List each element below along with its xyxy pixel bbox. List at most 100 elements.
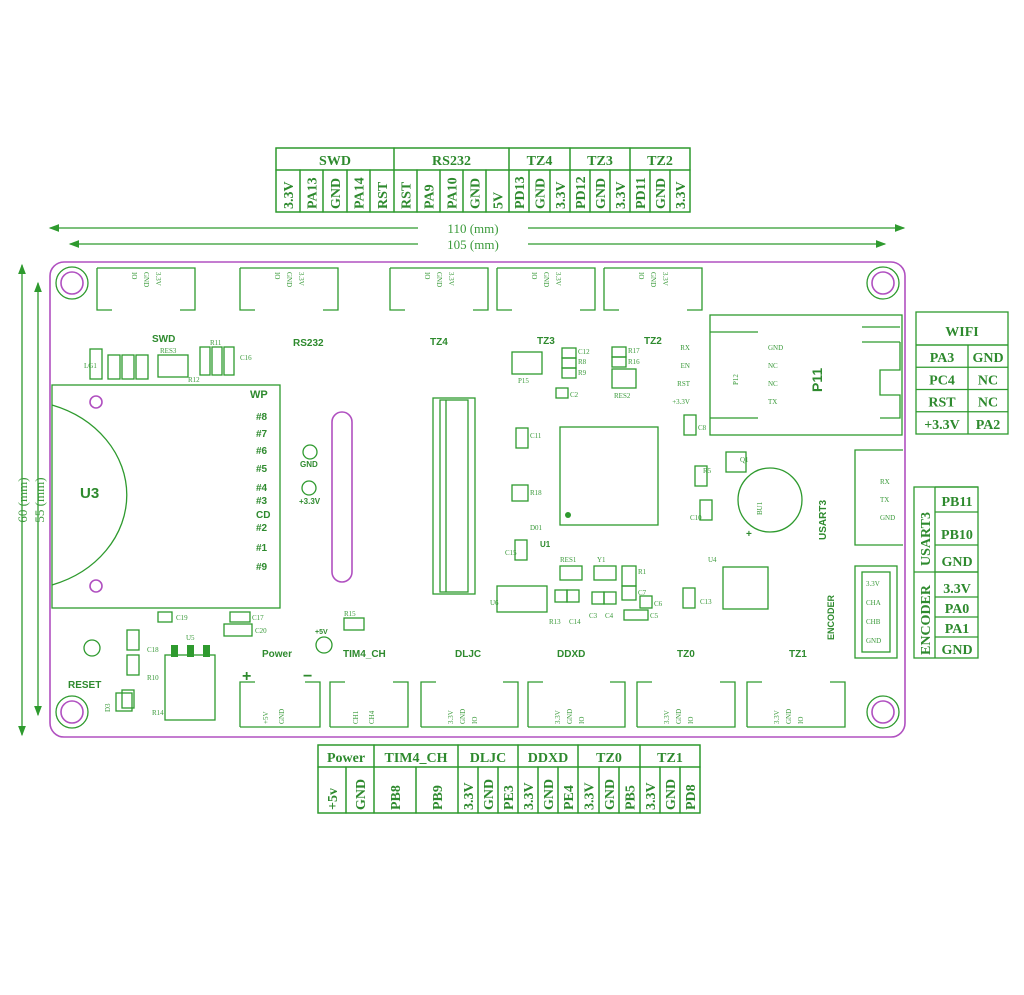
component-label: Q1 bbox=[740, 456, 749, 464]
component-q1 bbox=[725, 451, 747, 473]
tz2-label: TZ2 bbox=[644, 336, 662, 347]
table-group-header: DDXD bbox=[528, 751, 568, 766]
table-pin-label: PE4 bbox=[562, 785, 577, 810]
table-pin-label: GND bbox=[654, 178, 669, 209]
connector-pin-label: IO bbox=[423, 272, 431, 279]
top-connector bbox=[496, 267, 596, 311]
usart3-pin: PB10 bbox=[941, 528, 973, 543]
component-c20 bbox=[223, 623, 253, 637]
table-pin-label: PD13 bbox=[513, 176, 528, 209]
component-label: C17 bbox=[252, 614, 264, 622]
sd-pin-label: #1 bbox=[256, 543, 268, 554]
tz4-label: TZ4 bbox=[430, 337, 448, 348]
chip-u4: U4 bbox=[708, 556, 769, 610]
component-label: R17 bbox=[628, 347, 640, 355]
sd-pin-label: #2 bbox=[256, 523, 268, 534]
component-label: C14 bbox=[569, 618, 581, 626]
reset-button bbox=[83, 639, 101, 657]
connector-pin-label: 3.3V bbox=[154, 272, 162, 286]
connector-pin-label: GND bbox=[142, 272, 150, 287]
encoder-pin: 3.3V bbox=[943, 582, 971, 597]
dimension-55mm: 55 (mm) bbox=[32, 281, 47, 717]
5v-testpoint-label: +5V bbox=[315, 629, 328, 636]
component bbox=[121, 354, 135, 380]
mounting-hole bbox=[866, 266, 900, 300]
component bbox=[135, 354, 149, 380]
sd-pin-label: #8 bbox=[256, 412, 268, 423]
component bbox=[107, 354, 121, 380]
bottom-connector bbox=[239, 681, 321, 728]
sd-pin-label: #6 bbox=[256, 446, 268, 457]
wifi-pin-label: NC bbox=[768, 380, 778, 388]
component-label: R5 bbox=[703, 467, 712, 475]
component-label: C4 bbox=[605, 612, 614, 620]
table-pin-label: RST bbox=[376, 181, 391, 209]
table-pin-label: GND bbox=[603, 779, 618, 810]
connector-pin-label: IO bbox=[273, 272, 281, 279]
component-c6 bbox=[639, 595, 653, 609]
connector-pin-label: IO bbox=[130, 272, 138, 279]
connector-pin-label: +5V bbox=[262, 711, 270, 724]
component-y1 bbox=[593, 565, 617, 581]
component-label: RES2 bbox=[614, 392, 631, 400]
table-pin-label: 3.3V bbox=[522, 782, 537, 810]
component-label: R15 bbox=[344, 610, 356, 618]
table-pin-cell bbox=[679, 766, 701, 814]
table-pin-label: 3.3V bbox=[462, 782, 477, 810]
long-header bbox=[432, 397, 476, 595]
component-r13 bbox=[554, 589, 568, 603]
encoder-pin: PA0 bbox=[945, 602, 970, 617]
table-pin-label: 3.3V bbox=[644, 782, 659, 810]
component-c18 bbox=[126, 629, 140, 651]
component-label: RES1 bbox=[560, 556, 577, 564]
component-label: C8 bbox=[698, 424, 707, 432]
component-label: C20 bbox=[255, 627, 267, 635]
component-p15 bbox=[511, 351, 543, 375]
component-label: U6 bbox=[490, 599, 499, 607]
usart3-conn-pin: TX bbox=[880, 496, 889, 504]
tz3-label: TZ3 bbox=[537, 336, 555, 347]
component-label: R10 bbox=[147, 674, 159, 682]
dimension-60mm-label: 60 (mm) bbox=[15, 477, 30, 522]
bottom-connector bbox=[420, 681, 519, 728]
table-pin-label: PB8 bbox=[389, 785, 404, 810]
wifi-pin-label: RST bbox=[677, 380, 691, 388]
mounting-hole bbox=[866, 695, 900, 729]
table-group-header: SWD bbox=[319, 154, 351, 169]
component-label: C19 bbox=[176, 614, 188, 622]
table-pin-label: PA13 bbox=[306, 177, 321, 209]
table-pin-label: 5V bbox=[492, 192, 507, 209]
board-outline bbox=[49, 261, 906, 738]
tz1-label: TZ1 bbox=[789, 649, 807, 660]
component-c12 bbox=[561, 347, 577, 359]
connector-pin-label: IO bbox=[530, 272, 538, 279]
component-label: C11 bbox=[530, 432, 542, 440]
u5-label: U5 bbox=[186, 634, 195, 642]
usart3-pin: PB11 bbox=[941, 495, 972, 510]
table-group-header: TZ3 bbox=[587, 154, 613, 169]
usart3-pin: GND bbox=[941, 555, 972, 570]
component-label: C13 bbox=[700, 598, 712, 606]
wifi-table-cell: PA3 bbox=[930, 351, 955, 366]
table-pin-label: GND bbox=[542, 779, 557, 810]
component-label: C2 bbox=[570, 391, 579, 399]
component-c10 bbox=[699, 499, 713, 521]
tz0-label: TZ0 bbox=[677, 649, 695, 660]
component-label: LG1 bbox=[84, 362, 97, 370]
component-c19 bbox=[157, 611, 173, 623]
3v3-testpoint-label: +3.3V bbox=[299, 497, 321, 506]
mounting-hole bbox=[55, 695, 89, 729]
component-r5 bbox=[694, 465, 708, 487]
wifi-table-title: WIFI bbox=[945, 325, 978, 340]
component-r17 bbox=[611, 346, 627, 358]
table-group-header: TIM4_CH bbox=[385, 751, 448, 766]
component-label: C10 bbox=[690, 514, 702, 522]
sd-card-module-u3: U3 WP bbox=[51, 384, 281, 609]
connector-pin-label: CH4 bbox=[368, 710, 376, 724]
component-r15 bbox=[343, 617, 365, 631]
component-c11 bbox=[515, 427, 529, 449]
component-r11 bbox=[211, 346, 223, 376]
dimension-105mm: 105 (mm) bbox=[68, 236, 887, 252]
